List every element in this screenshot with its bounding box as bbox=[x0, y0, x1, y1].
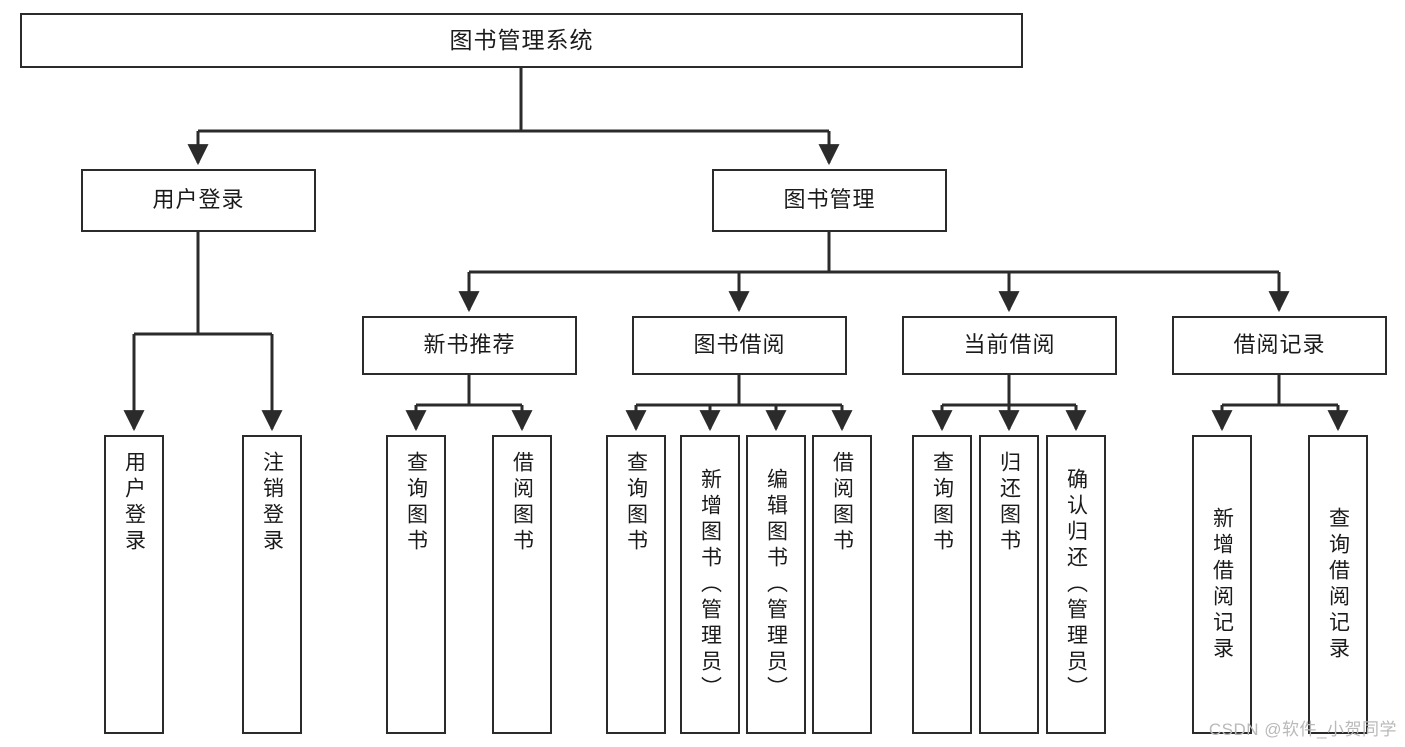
node-label: 当前借阅 bbox=[963, 332, 1056, 358]
leaf-node-query-book-1[interactable]: 查询图书 bbox=[386, 435, 446, 734]
leaf-node-user-login[interactable]: 用户登录 bbox=[104, 435, 164, 734]
leaf-node-add-book[interactable]: 新增图书（管理员） bbox=[680, 435, 740, 734]
leaf-label: 借阅图书 bbox=[830, 451, 854, 555]
node-user-login[interactable]: 用户登录 bbox=[81, 169, 316, 232]
node-label: 图书管理系统 bbox=[449, 26, 594, 53]
node-label: 用户登录 bbox=[152, 187, 245, 213]
leaf-node-edit-book[interactable]: 编辑图书（管理员） bbox=[746, 435, 806, 734]
leaf-node-borrow-book-1[interactable]: 借阅图书 bbox=[492, 435, 552, 734]
leaf-node-borrow-book-2[interactable]: 借阅图书 bbox=[812, 435, 872, 734]
node-label: 新书推荐 bbox=[423, 332, 516, 358]
node-book-borrow[interactable]: 图书借阅 bbox=[632, 316, 847, 375]
leaf-label: 归还图书 bbox=[997, 451, 1021, 555]
leaf-label: 新增借阅记录 bbox=[1210, 506, 1234, 663]
leaf-node-query-book-3[interactable]: 查询图书 bbox=[912, 435, 972, 734]
leaf-node-user-logout[interactable]: 注销登录 bbox=[242, 435, 302, 734]
node-label: 图书管理 bbox=[783, 187, 876, 213]
leaf-label: 借阅图书 bbox=[510, 451, 534, 555]
leaf-label: 查询图书 bbox=[930, 451, 954, 555]
leaf-label: 查询借阅记录 bbox=[1326, 506, 1350, 663]
node-label: 借阅记录 bbox=[1233, 332, 1326, 358]
leaf-node-add-record[interactable]: 新增借阅记录 bbox=[1192, 435, 1252, 734]
leaf-label: 新增图书（管理员） bbox=[698, 467, 722, 702]
node-borrow-record[interactable]: 借阅记录 bbox=[1172, 316, 1387, 375]
leaf-node-return-book[interactable]: 归还图书 bbox=[979, 435, 1039, 734]
node-label: 图书借阅 bbox=[693, 332, 786, 358]
node-current-borrow[interactable]: 当前借阅 bbox=[902, 316, 1117, 375]
node-root-system[interactable]: 图书管理系统 bbox=[20, 13, 1023, 68]
leaf-node-query-record[interactable]: 查询借阅记录 bbox=[1308, 435, 1368, 734]
leaf-label: 确认归还（管理员） bbox=[1064, 467, 1088, 702]
leaf-label: 注销登录 bbox=[260, 451, 284, 555]
leaf-node-query-book-2[interactable]: 查询图书 bbox=[606, 435, 666, 734]
leaf-label: 用户登录 bbox=[122, 451, 146, 555]
leaf-label: 查询图书 bbox=[624, 451, 648, 555]
leaf-node-confirm-return[interactable]: 确认归还（管理员） bbox=[1046, 435, 1106, 734]
leaf-label: 编辑图书（管理员） bbox=[764, 467, 788, 702]
node-book-manage[interactable]: 图书管理 bbox=[712, 169, 947, 232]
watermark-credit: CSDN @软件_小贺同学 bbox=[1208, 720, 1397, 739]
node-new-book-recommend[interactable]: 新书推荐 bbox=[362, 316, 577, 375]
leaf-label: 查询图书 bbox=[404, 451, 428, 555]
